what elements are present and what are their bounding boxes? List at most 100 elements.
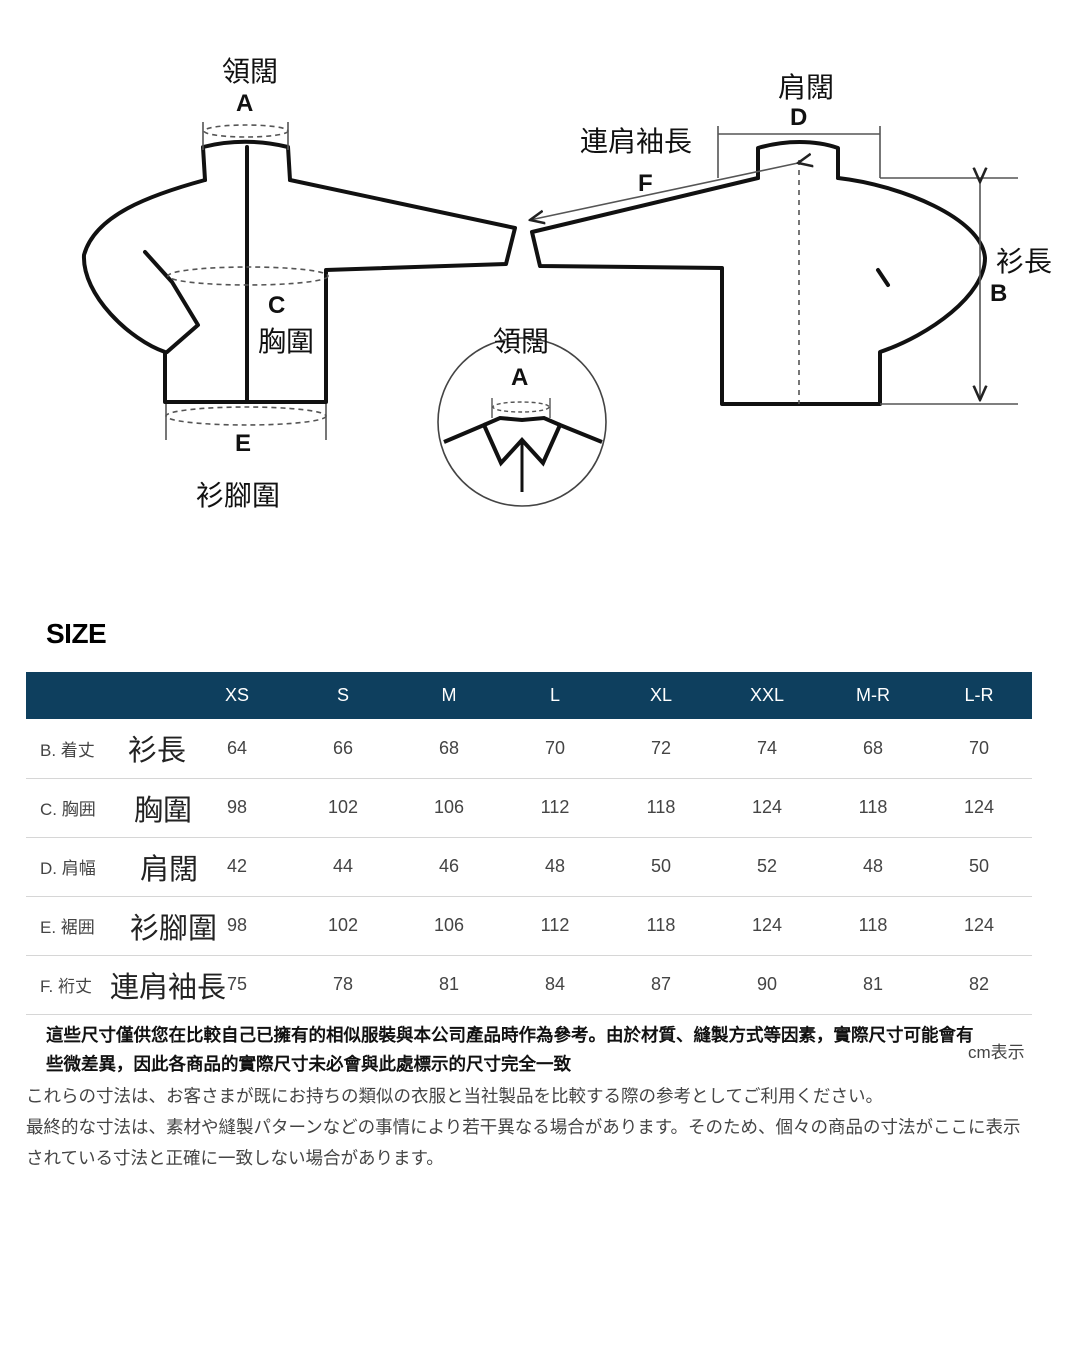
col-header: L-R <box>964 685 994 705</box>
table-cell: 72 <box>650 737 672 758</box>
jacket-line-drawing <box>81 122 1018 507</box>
row-zh-label: 連肩袖長 <box>110 969 227 1004</box>
table-cell: 102 <box>327 797 359 817</box>
table-cell: 84 <box>544 974 566 994</box>
table-cell: 87 <box>650 974 672 994</box>
front-collar-label: 領闊 <box>222 55 279 88</box>
table-cell: 52 <box>756 856 778 876</box>
row-header: E. 裾囲 衫腳圍 <box>26 896 217 955</box>
back-jacket-outline <box>530 176 987 406</box>
table-cell: 98 <box>226 915 248 935</box>
table-cell: 81 <box>862 974 884 994</box>
back-collar <box>756 140 840 180</box>
table-row: B. 着丈 衫長 64 66 68 70 72 74 68 70 <box>26 719 1032 778</box>
collar-inset <box>437 337 607 507</box>
table-cell: 124 <box>963 797 995 817</box>
size-disclaimer-zh: 這些尺寸僅供您在比較自己已擁有的相似服裝與本公司產品時作為參考。由於材質、縫製方… <box>46 1026 974 1075</box>
table-cell: 106 <box>433 915 465 935</box>
front-left-sleeve-fold <box>143 250 200 354</box>
table-cell: 48 <box>544 856 566 876</box>
row-zh-label: 肩闊 <box>140 851 199 886</box>
table-cell: 118 <box>646 915 676 935</box>
table-cell: 82 <box>968 974 990 994</box>
table-cell: 78 <box>332 974 354 994</box>
table-row: E. 裾囲 衫腳圍 98 102 106 112 118 124 118 124 <box>26 896 1032 955</box>
header-corner <box>26 672 184 719</box>
table-row: F. 裄丈 連肩袖長 75 78 81 84 87 90 81 82 <box>26 955 1032 1014</box>
table-cell: 48 <box>862 856 884 876</box>
table-cell: 124 <box>751 797 783 817</box>
sleeve-arrow <box>530 163 798 220</box>
row-code: D. 肩幅 <box>40 859 96 878</box>
col-header: L <box>549 685 560 705</box>
sleeve-label: 連肩袖長 <box>580 125 693 158</box>
table-cell: 124 <box>963 915 995 935</box>
row-zh-label: 衫長 <box>128 733 187 768</box>
row-code: C. 胸囲 <box>40 800 96 819</box>
table-row: C. 胸囲 胸圍 98 102 106 112 118 124 118 124 <box>26 778 1032 837</box>
garment-measurement-diagram: 領闊 A C 胸圍 E 衫腳圍 領闊 A 肩闊 D 連肩袖長 F 衫長 B <box>0 0 1080 560</box>
col-header: XXL <box>749 685 785 705</box>
hem-dim <box>165 404 327 440</box>
table-cell: 102 <box>327 915 359 935</box>
col-header: S <box>336 685 349 705</box>
inset-collar-letter: A <box>511 364 529 391</box>
table-cell: 68 <box>438 737 460 758</box>
table-cell: 118 <box>858 797 888 817</box>
shoulder-label: 肩闊 <box>778 71 835 104</box>
row-header: B. 着丈 衫長 <box>26 719 187 778</box>
table-cell: 46 <box>438 856 460 876</box>
table-cell: 66 <box>332 737 354 758</box>
size-disclaimer-ja-line2: 最終的な寸法は、素材や縫製パターンなどの事情により若干異なる場合があります。その… <box>26 1118 1021 1169</box>
table-cell: 75 <box>226 974 248 994</box>
col-header: XS <box>224 685 249 705</box>
row-zh-label: 胸圍 <box>134 792 193 827</box>
size-header-row: XS S M L XL XXL M-R L-R <box>26 672 1032 719</box>
row-header: D. 肩幅 肩闊 <box>26 837 198 896</box>
table-cell: 70 <box>544 737 566 758</box>
chest-label: 胸圍 <box>258 325 315 358</box>
row-zh-label: 衫腳圍 <box>130 910 218 945</box>
table-row: D. 肩幅 肩闊 42 44 46 48 50 52 48 50 <box>26 837 1032 896</box>
front-collar-dim <box>202 122 289 150</box>
sleeve-letter: F <box>638 170 653 197</box>
front-jacket-outline <box>81 178 517 404</box>
hem-letter: E <box>235 430 252 457</box>
table-cell: 42 <box>226 856 248 876</box>
table-cell: 124 <box>751 915 783 935</box>
length-label: 衫長 <box>996 245 1053 278</box>
hem-dashed <box>165 406 327 426</box>
col-header: M-R <box>856 685 890 705</box>
front-collar <box>201 139 292 182</box>
shoulder-letter: D <box>790 104 808 131</box>
table-cell: 70 <box>968 737 990 758</box>
table-cell: 98 <box>226 797 248 817</box>
col-header: M <box>441 685 457 705</box>
table-cell: 90 <box>756 974 778 994</box>
table-cell: 74 <box>756 737 778 758</box>
table-cell: 50 <box>650 856 672 876</box>
table-cell: 68 <box>862 737 884 758</box>
unit-label: cm表示 <box>968 1043 1025 1062</box>
row-header: C. 胸囲 胸圍 <box>26 778 192 837</box>
row-code: E. 裾囲 <box>40 918 95 937</box>
row-header: F. 裄丈 連肩袖長 <box>26 955 226 1014</box>
table-cell: 50 <box>968 856 990 876</box>
table-cell: 118 <box>646 797 676 817</box>
table-cell: 44 <box>332 856 354 876</box>
col-header: XL <box>649 685 673 705</box>
table-cell: 64 <box>226 737 248 758</box>
length-dim <box>880 177 1018 405</box>
table-cell: 81 <box>438 974 460 994</box>
row-code: B. 着丈 <box>40 740 95 760</box>
size-title: SIZE <box>46 618 107 649</box>
size-table: XS S M L XL XXL M-R L-R B. 着丈 衫長 64 66 6… <box>26 672 1032 1015</box>
size-disclaimer-ja: これらの寸法は、お客さまが既にお持ちの類似の衣服と当社製品を比較する際の参考とし… <box>26 1082 1036 1175</box>
inset-collar-label: 領闊 <box>493 325 550 358</box>
hem-label: 衫腳圍 <box>196 479 281 512</box>
size-disclaimer-ja-line1: これらの寸法は、お客さまが既にお持ちの類似の衣服と当社製品を比較する際の参考とし… <box>26 1087 883 1107</box>
table-cell: 118 <box>858 915 888 935</box>
front-collar-dashed <box>203 124 289 138</box>
table-cell: 106 <box>433 797 465 817</box>
back-sleeve-fold <box>876 268 890 287</box>
